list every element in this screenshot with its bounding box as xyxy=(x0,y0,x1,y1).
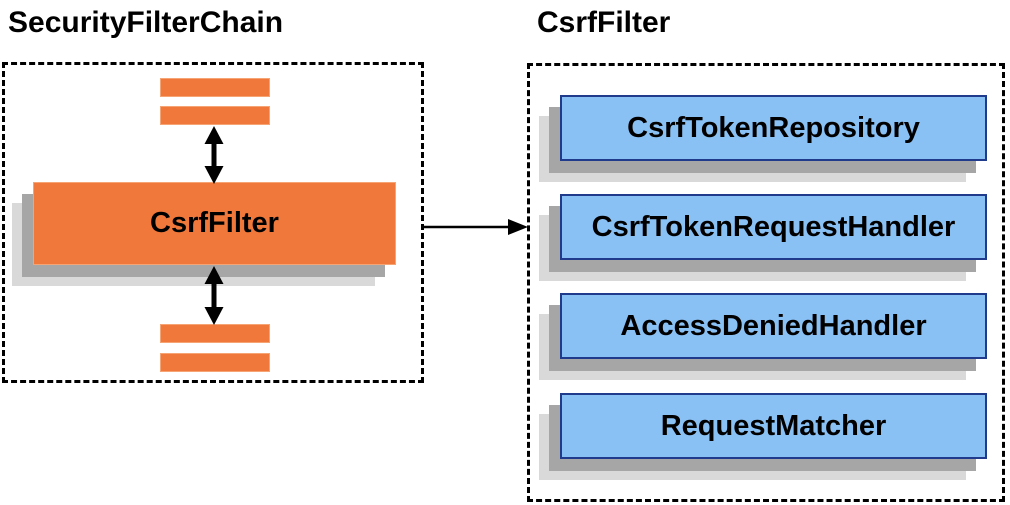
csrf-filter-title: CsrfFilter xyxy=(537,6,671,39)
component-box-access-denied-handler: AccessDeniedHandler xyxy=(560,293,987,359)
csrf-filter-box: CsrfFilter xyxy=(33,182,396,265)
filter-placeholder-bar xyxy=(160,78,270,97)
right-arrow-icon xyxy=(424,219,528,235)
security-filter-chain-container xyxy=(2,62,424,383)
component-box-csrf-token-request-handler: CsrfTokenRequestHandler xyxy=(560,194,987,260)
component-box-request-matcher: RequestMatcher xyxy=(560,393,987,459)
filter-placeholder-bar xyxy=(160,353,270,372)
csrf-filter-components-container xyxy=(527,63,1005,502)
component-label: CsrfTokenRepository xyxy=(627,111,920,144)
component-box-csrf-token-repository: CsrfTokenRepository xyxy=(560,95,987,161)
csrf-filter-box-label: CsrfFilter xyxy=(150,207,279,239)
filter-placeholder-bar xyxy=(160,324,270,343)
security-filter-chain-title: SecurityFilterChain xyxy=(8,6,284,39)
component-label: AccessDeniedHandler xyxy=(620,309,927,342)
component-label: CsrfTokenRequestHandler xyxy=(591,210,956,243)
filter-placeholder-bar xyxy=(160,106,270,125)
component-label: RequestMatcher xyxy=(660,409,887,442)
